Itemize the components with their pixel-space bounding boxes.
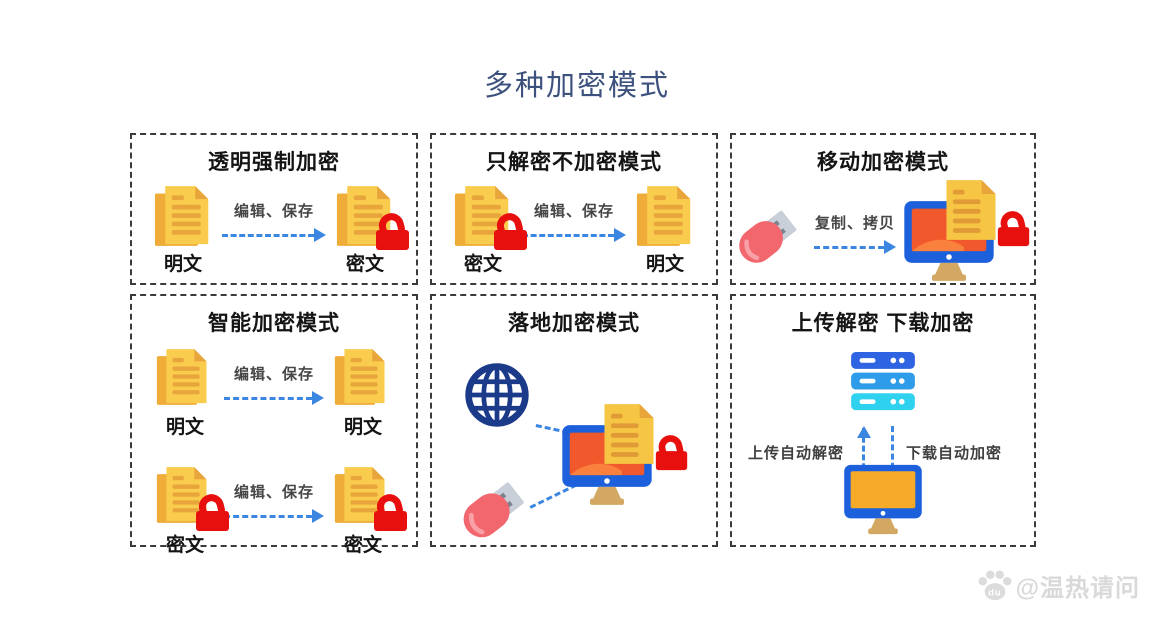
document-stack-icon [154,184,212,248]
arrow-label: 编辑、保存 [533,203,614,220]
ciphertext-node: 密文 [336,184,394,276]
download-label: 下载自动加密 [906,445,1003,462]
dashed-arrow-icon [224,509,324,523]
encrypted-computer [560,402,692,506]
panel-title: 透明强制加密 [208,151,340,174]
edit-save-arrow: 编辑、保存 [224,481,324,523]
panel-title: 只解密不加密模式 [486,151,662,174]
node-label: 密文 [345,254,384,275]
panel-title: 移动加密模式 [817,151,949,174]
copy-arrow: 复制、拷贝 [814,212,896,254]
encrypted-computer [902,178,1034,282]
node-label: 明文 [343,417,382,438]
node-label: 明文 [165,417,204,438]
lock-icon [192,493,234,533]
arrow-label: 编辑、保存 [233,366,314,383]
watermark-text: @温热请问 [1015,575,1140,602]
panel-transparent-forced-encryption: 透明强制加密 明文 编辑、保存 密文 [130,133,418,285]
node-label: 明文 [645,254,684,275]
dashed-arrow-icon [222,228,326,242]
flow-row-plaintext: 明文 编辑、保存 明文 [132,347,416,439]
panel-mobile-encryption-mode: 移动加密模式 复制、拷贝 [730,133,1036,285]
arrow-label: 编辑、保存 [233,203,314,220]
panel-decrypt-only-mode: 只解密不加密模式 密文 编辑、保存 明文 [430,133,718,285]
lock-icon [994,210,1034,248]
plaintext-node: 明文 [334,347,392,439]
panel-title: 上传解密 下载加密 [791,312,975,335]
edit-save-arrow: 编辑、保存 [224,363,324,405]
arrow-label: 编辑、保存 [233,484,314,501]
page-title: 多种加密模式 [483,70,670,102]
arrow-label: 复制、拷贝 [814,215,895,232]
edit-save-arrow: 编辑、保存 [522,200,626,242]
lock-icon [652,434,692,472]
panel-title: 落地加密模式 [508,312,640,335]
flow-row: 密文 编辑、保存 明文 [432,184,716,276]
plaintext-node: 明文 [154,184,212,276]
plaintext-node: 明文 [156,347,214,439]
ciphertext-node: 密文 [156,465,214,557]
panel-smart-encryption-mode: 智能加密模式 明文 编辑、保存 明文 [130,294,418,556]
document-stack-icon [334,465,392,529]
lock-icon [370,493,412,533]
plaintext-node: 明文 [636,184,694,276]
edit-save-arrow: 编辑、保存 [222,200,326,242]
panel-landing-encryption-mode: 落地加密模式 [430,294,718,547]
dashed-arrow-icon [522,228,626,242]
flow-row: 复制、拷贝 [732,178,1034,282]
baidu-paw-icon [977,570,1013,602]
lock-icon [372,212,414,252]
document-stack-icon [336,184,394,248]
panel-title: 智能加密模式 [208,312,340,335]
document-stack-icon [334,347,392,411]
server-icon [850,352,916,412]
monitor-icon [842,463,924,535]
panels-grid: 透明强制加密 明文 编辑、保存 密文 [130,133,1036,556]
flow-row: 明文 编辑、保存 密文 [132,184,416,276]
document-stack-icon [636,184,694,248]
flow-row-ciphertext: 密文 编辑、保存 密文 [132,465,416,557]
node-label: 密文 [165,535,204,556]
document-icon [602,402,656,466]
node-label: 密文 [463,254,502,275]
usb-drive-icon [456,468,536,548]
lock-icon [490,212,532,252]
usb-drive-icon [732,197,808,273]
ciphertext-node: 密文 [334,465,392,557]
document-stack-icon [454,184,512,248]
watermark: @温热请问 [977,568,1140,603]
node-label: 密文 [343,535,382,556]
document-icon [944,178,998,242]
document-stack-icon [156,465,214,529]
internet-globe-icon [462,360,532,430]
upload-arrow-icon [857,426,871,478]
panel-upload-decrypt-download-encrypt: 上传解密 下载加密 上传自动解密 下载自动加密 [730,294,1036,547]
dashed-arrow-icon [224,391,324,405]
node-label: 明文 [163,254,202,275]
ciphertext-node: 密文 [454,184,512,276]
document-stack-icon [156,347,214,411]
dashed-arrow-icon [814,240,896,254]
upload-label: 上传自动解密 [748,445,845,462]
